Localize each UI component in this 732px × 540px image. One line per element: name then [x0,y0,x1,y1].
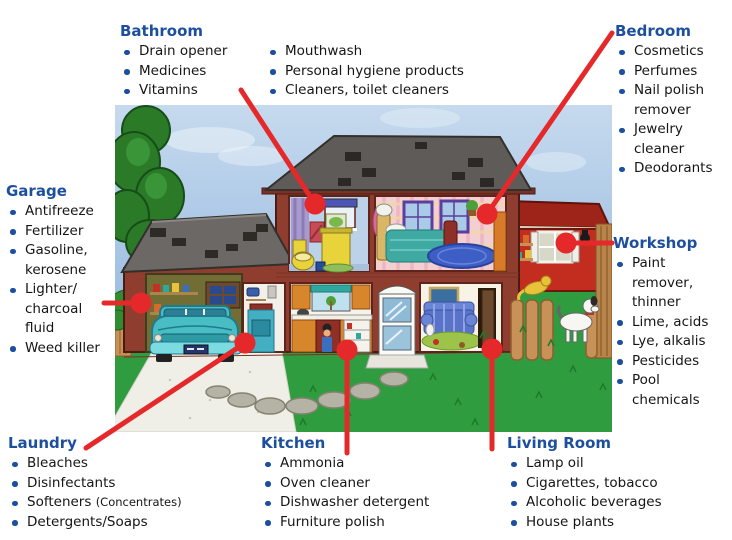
list-item: Softeners (Concentrates) [8,493,243,513]
bath-rug [322,263,354,273]
pointer-garage [101,292,152,314]
list-item: Cosmetics [615,42,727,62]
workshop-title: Workshop [613,234,698,252]
list-item: Drain opener [120,42,266,62]
pointer-bedroom [476,30,615,225]
pointer-lines [83,30,615,456]
list-item: Perfumes [615,62,727,82]
list-item: Gasoline, kerosene [6,241,114,280]
bedroom-door [493,211,507,272]
list-item: Vitamins [120,81,266,101]
list-item: Jewelry cleaner [615,120,727,159]
living-room-room [419,282,503,353]
garage-window [205,281,241,309]
pointer-kitchen [336,339,358,456]
kitchen-window [310,284,352,312]
list-item: Furniture polish [261,513,441,533]
list-item: Detergents/Soaps [8,513,243,533]
pointer-living-room [481,338,503,452]
bathroom-room [288,195,370,273]
list-item: Cigarettes, tobacco [507,474,707,494]
list-item: Personal hygiene products [266,62,476,82]
towel [309,221,325,243]
list-item: Paint remover, thinner [613,254,725,313]
list-item: Fertilizer [6,222,114,242]
kitchen-title: Kitchen [261,434,326,452]
list-item: Nail polish remover [615,81,727,120]
list-item: Lime, acids [613,313,725,333]
list-item: Weed killer [6,339,114,359]
kitchen-room [289,282,373,353]
picket-fence [510,299,598,361]
grass-tufts [299,324,607,426]
dog [556,296,600,343]
list-item: Medicines [120,62,266,82]
front-door [365,285,429,369]
laundry-title: Laundry [8,434,77,452]
list-item: Ammonia [261,454,441,474]
list-item: Pesticides [613,352,725,372]
list-item: Dishwasher detergent [261,493,441,513]
stove [315,319,341,353]
list-item: Antifreeze [6,202,114,222]
pointer-laundry [83,332,256,451]
main-roof [261,134,536,195]
list-item-note: (Concentrates) [95,495,182,509]
list-item: Lye, alkalis [613,332,725,352]
list-item: Deodorants [615,159,727,179]
list-item: Oven cleaner [261,474,441,494]
list-item: Lamp oil [507,454,707,474]
cat [517,275,552,301]
car [149,305,243,362]
house-scene [115,105,612,432]
living-room-title: Living Room [507,434,612,452]
list-item: Bleaches [8,454,243,474]
stone-path [205,371,409,415]
list-item: Cleaners, toilet cleaners [266,81,476,101]
iron [246,287,260,297]
right-fence [595,223,612,359]
upper-cabinet-right [351,284,371,310]
garage-roof [120,212,296,274]
list-item: Alcoholic beverages [507,493,707,513]
upper-cabinet-left [291,284,311,310]
list-item: Disinfectants [8,474,243,494]
clouds [165,108,586,172]
garage-title: Garage [6,182,67,200]
toy-bunny [425,323,435,337]
list-item: Lighter/ charcoal fluid [6,280,114,339]
toilet [291,239,315,271]
list-item: Pool chemicals [613,371,725,410]
pointer-bathroom [238,87,326,215]
bedroom-title: Bedroom [615,22,691,40]
bathroom-title: Bathroom [120,22,204,40]
house-plant [466,200,478,216]
vanity [319,213,353,267]
list-item: House plants [507,513,707,533]
list-item: Mouthwash [266,42,476,62]
washer [247,303,275,353]
pointer-workshop [555,232,615,254]
bedroom-rug [427,243,497,269]
bedroom-window-1 [402,200,434,235]
license-plate [183,344,209,355]
door-step [365,354,429,369]
